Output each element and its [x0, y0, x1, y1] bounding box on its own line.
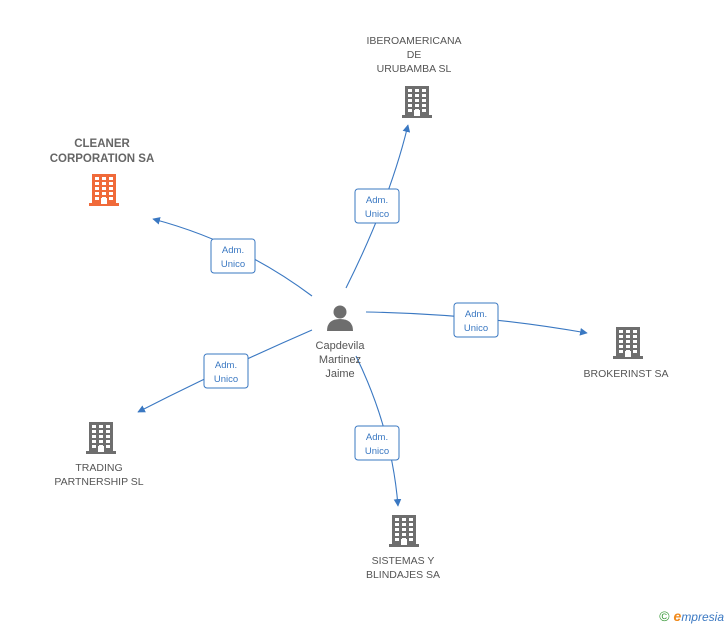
- relation-text-line-1: Adm.: [465, 309, 487, 320]
- copyright-symbol: ©: [659, 608, 670, 624]
- relation-text-line-1: Adm.: [366, 432, 388, 443]
- edge-iberoamericana: Adm. Unico: [345, 124, 411, 289]
- relation-text-line-2: Unico: [464, 323, 488, 334]
- company-node-sistemas[interactable]: SISTEMAS Y BLINDAJES SA: [366, 515, 440, 581]
- relation-text-line-1: Adm.: [222, 245, 244, 256]
- company-node-cleaner[interactable]: CLEANER CORPORATION SA: [50, 138, 155, 206]
- company-label-iberoamericana-line-1: IBEROAMERICANA: [366, 35, 461, 47]
- company-label-trading-line-1: TRADING: [75, 462, 122, 474]
- footer-brand: © empresia: [659, 608, 724, 624]
- relation-label-trading[interactable]: Adm. Unico: [203, 353, 249, 389]
- edge-cleaner: Adm. Unico: [152, 217, 313, 297]
- edge-brokerinst: Adm. Unico: [365, 302, 588, 338]
- company-label-brokerinst-line-1: BROKERINST SA: [584, 368, 669, 380]
- relation-text-line-2: Unico: [214, 374, 238, 385]
- relation-text-line-1: Adm.: [366, 195, 388, 206]
- relation-box: [203, 353, 249, 389]
- company-label-cleaner-line-2: CORPORATION SA: [50, 153, 155, 165]
- relation-label-brokerinst[interactable]: Adm. Unico: [453, 302, 499, 338]
- relation-label-cleaner[interactable]: Adm. Unico: [210, 238, 256, 274]
- company-label-cleaner-line-1: CLEANER: [74, 138, 130, 150]
- building-icon[interactable]: [389, 515, 419, 547]
- edge-trading: Adm. Unico: [137, 329, 313, 413]
- relation-label-sistemas[interactable]: Adm. Unico: [354, 425, 400, 461]
- person-label-line-3: Jaime: [325, 368, 354, 380]
- building-icon[interactable]: [86, 422, 116, 454]
- company-node-trading[interactable]: TRADING PARTNERSHIP SL: [54, 422, 144, 488]
- company-label-trading-line-2: PARTNERSHIP SL: [54, 476, 143, 488]
- relation-text-line-2: Unico: [365, 446, 389, 457]
- relation-box: [354, 188, 400, 224]
- brand-initial: e: [673, 608, 682, 624]
- person-label-line-1: Capdevila: [316, 340, 366, 352]
- company-node-iberoamericana[interactable]: IBEROAMERICANA DE URUBAMBA SL: [366, 35, 462, 118]
- person-icon[interactable]: [327, 305, 353, 332]
- brand-name: mpresia: [681, 610, 724, 624]
- nodes-layer: CLEANER CORPORATION SA IBEROAMERICANA DE URU…: [50, 35, 669, 581]
- relation-text-line-2: Unico: [221, 259, 245, 270]
- company-label-iberoamericana-line-3: URUBAMBA SL: [377, 63, 452, 75]
- building-icon[interactable]: [402, 86, 432, 118]
- company-label-iberoamericana-line-2: DE: [407, 49, 422, 61]
- relation-text-line-1: Adm.: [215, 360, 237, 371]
- edge-sistemas: Adm. Unico: [354, 355, 402, 507]
- building-icon[interactable]: [89, 174, 119, 206]
- relation-text-line-2: Unico: [365, 209, 389, 220]
- edges-layer: Adm.UnicoAdm.UnicoAdm.UnicoAdm.UnicoAdm.…: [137, 124, 588, 507]
- brand-logo[interactable]: empresia: [674, 608, 724, 624]
- person-label-line-2: Martinez: [319, 354, 361, 366]
- company-label-sistemas-line-2: BLINDAJES SA: [366, 569, 440, 581]
- company-label-sistemas-line-1: SISTEMAS Y: [372, 555, 435, 567]
- relation-box: [210, 238, 256, 274]
- relation-box: [453, 302, 499, 338]
- company-node-brokerinst[interactable]: BROKERINST SA: [584, 327, 669, 380]
- relation-box: [354, 425, 400, 461]
- relation-label-iberoamericana[interactable]: Adm. Unico: [354, 188, 400, 224]
- building-icon[interactable]: [613, 327, 643, 359]
